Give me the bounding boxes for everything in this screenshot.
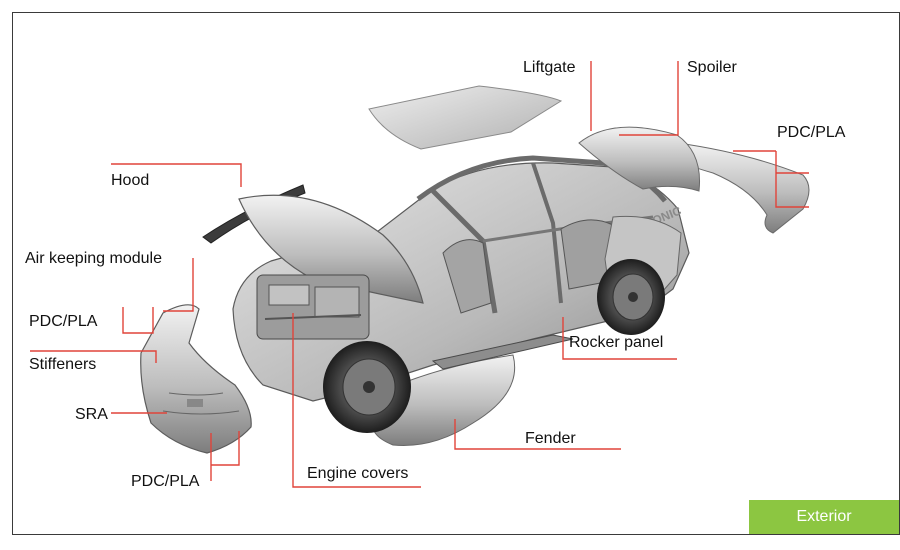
label-sra: SRA (75, 406, 108, 423)
roof-panel (368, 85, 563, 150)
front-bumper (140, 304, 252, 454)
exterior-tab[interactable]: Exterior (749, 500, 899, 534)
front-seat (442, 239, 492, 314)
label-spoiler: Spoiler (687, 59, 737, 76)
label-pdc-pla-front-upper: PDC/PLA (29, 313, 98, 330)
hood-panel (238, 194, 424, 304)
front-wheel (323, 341, 411, 433)
label-liftgate: Liftgate (523, 59, 576, 76)
label-pdc-pla-front-lower: PDC/PLA (131, 473, 200, 490)
liftgate-panel (578, 126, 701, 192)
label-rocker-panel: Rocker panel (569, 334, 664, 351)
rear-wheel (597, 259, 665, 335)
label-air-keeping-module: Air keeping module (25, 250, 162, 267)
label-fender: Fender (525, 430, 576, 447)
label-pdc-pla-rear: PDC/PLA (777, 124, 846, 141)
label-hood: Hood (111, 172, 150, 189)
label-stiffeners: Stiffeners (29, 356, 97, 373)
leader-lines (30, 61, 809, 488)
car-exploded-illustration: TELSONIC (30, 61, 810, 488)
label-engine-covers: Engine covers (307, 465, 409, 482)
rocker-panel-part (431, 334, 574, 370)
diagram-frame: TELSONIC (12, 12, 900, 535)
